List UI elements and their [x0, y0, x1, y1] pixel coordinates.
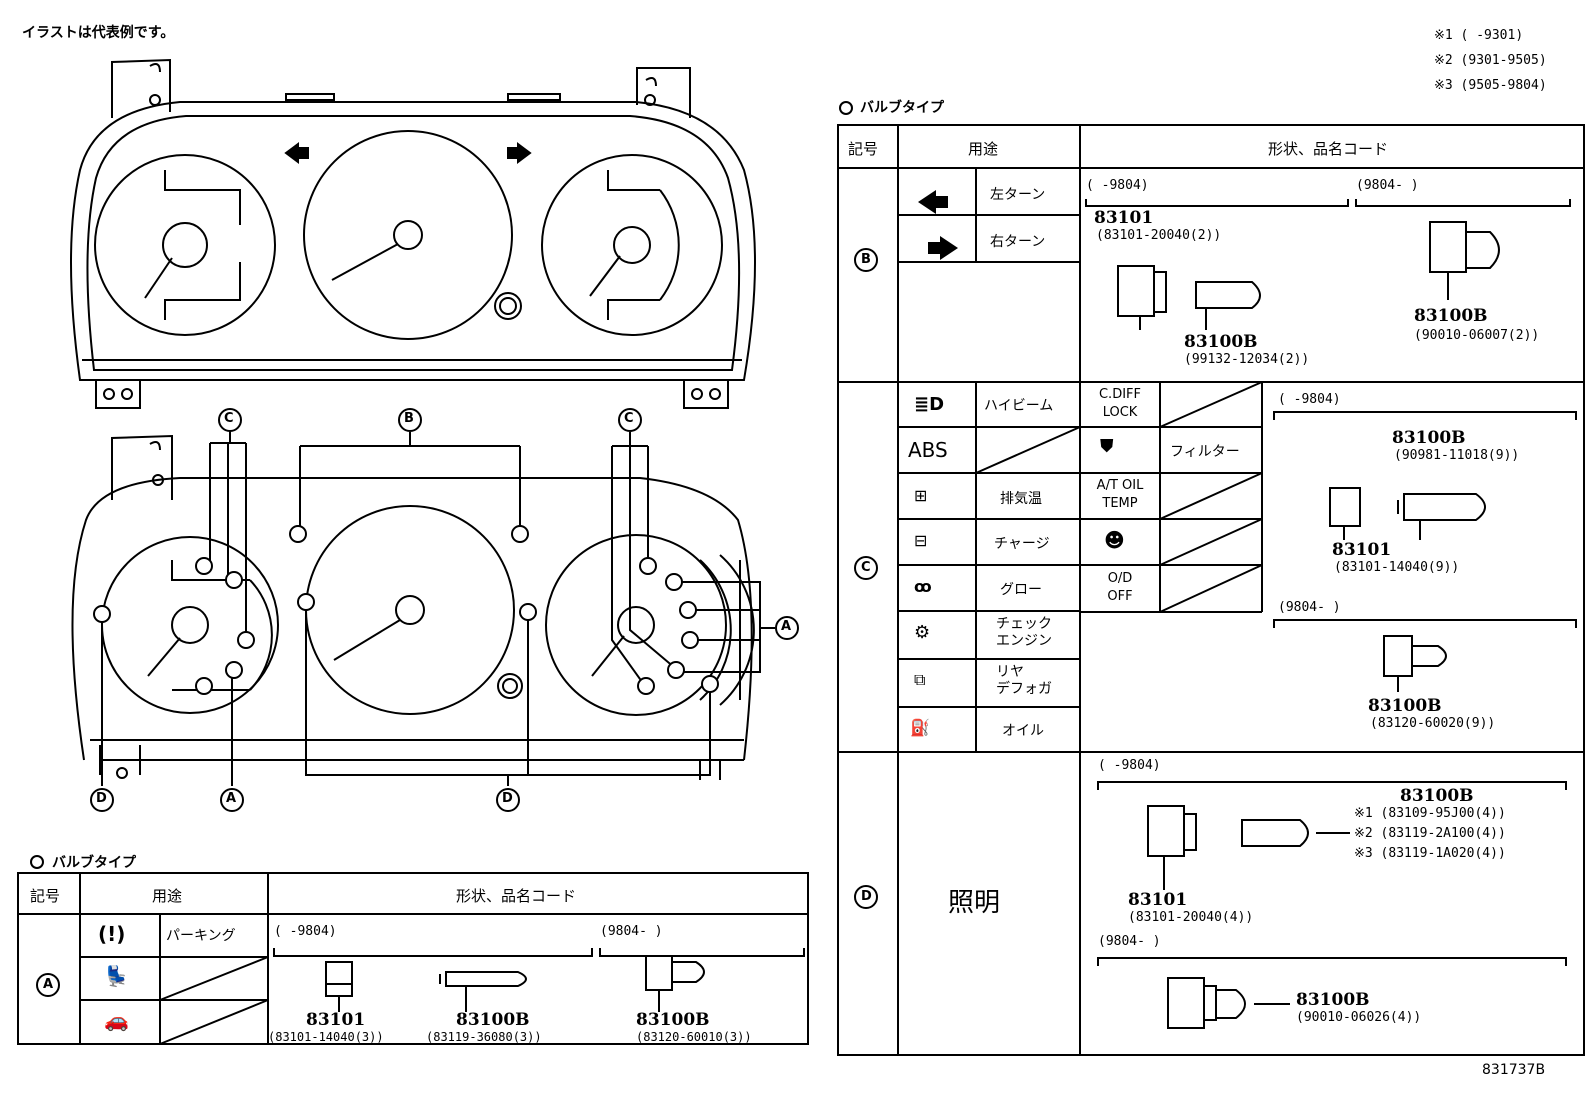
table-a-period-old: ( -9804) [274, 924, 337, 939]
oil-pressure-icon: ⛽ [910, 718, 930, 737]
table-a-part-2-code: (83119-36080(3)) [426, 1030, 542, 1044]
door-open-icon: 🚗 [104, 1008, 129, 1032]
table-a-part-3-code: (83120-60010(3)) [636, 1030, 752, 1044]
table-d-variant-2: ※2 (83119-2A100(4)) [1354, 826, 1506, 841]
instrument-cluster-front-view [70, 58, 756, 409]
table-c-part-1-code: (90981-11018(9)) [1394, 448, 1520, 463]
callout-c-right: C [624, 411, 634, 426]
abs-label: ABS [908, 438, 948, 462]
table-d-part-1-code: (83101-20040(4)) [1128, 910, 1254, 925]
turn-right-icon [928, 236, 958, 260]
table-a-part-1-code: (83101-14040(3)) [268, 1030, 384, 1044]
usage-check-engine: チェック エンジン [996, 616, 1052, 649]
callout-d-center: D [502, 791, 513, 806]
table-c-part-2-name: 83101 [1332, 540, 1392, 560]
table-c-symbol: C [861, 560, 871, 575]
table-a-part-1-name: 83101 [306, 1010, 366, 1030]
usage-oil: オイル [1002, 723, 1044, 739]
table-d-variant-1: ※1 (83109-95J00(4)) [1354, 806, 1506, 821]
table-c-part-3-code: (83120-60020(9)) [1370, 716, 1496, 731]
table-b-symbol: B [861, 252, 871, 267]
airbag-icon: ☻ [1104, 528, 1125, 552]
parking-brake-icon: (!) [98, 922, 126, 946]
table-b-period-old: ( -9804) [1086, 178, 1149, 193]
callout-b: B [404, 411, 414, 426]
usage-filter: フィルター [1170, 444, 1240, 460]
usage-glow: グロー [1000, 582, 1042, 598]
date-note-1: ※1 ( -9301) [1434, 28, 1524, 43]
table-a-part-2-name: 83100B [456, 1010, 530, 1030]
table-a-part-3-name: 83100B [636, 1010, 710, 1030]
table-a-header-symbol: 記号 [30, 887, 61, 905]
callout-c-left: C [224, 411, 234, 426]
date-note-2: ※2 (9301-9505) [1434, 53, 1547, 68]
usage-parking: パーキング [166, 928, 236, 944]
usage-right-turn: 右ターン [990, 234, 1046, 250]
table-c-part-2-code: (83101-14040(9)) [1334, 560, 1460, 575]
turn-left-icon [918, 190, 948, 214]
table-d-part-2-name: 83100B [1296, 990, 1370, 1010]
table-d-period-old: ( -9804) [1098, 758, 1161, 773]
table-b-part-1-name: 83101 [1094, 208, 1154, 228]
illustration-note: イラストは代表例です。 [22, 25, 175, 41]
table-a-period-new: (9804- ) [600, 924, 663, 939]
seatbelt-icon: 💺 [104, 964, 129, 988]
label-at-oil-temp: A/T OIL TEMP [1096, 478, 1144, 511]
table-bcd-grid [837, 101, 1585, 1056]
table-c-period-old: ( -9804) [1278, 392, 1341, 407]
usage-illumination: 照明 [948, 888, 1001, 918]
usage-exhaust-temp: 排気温 [1000, 491, 1042, 507]
high-beam-icon: ≣D [914, 394, 945, 415]
table-a-grid [17, 855, 809, 1045]
table-b-part-3-code: (90010-06007(2)) [1414, 328, 1540, 343]
figure-id: 831737B [1482, 1062, 1546, 1078]
check-engine-icon: ⚙ [914, 622, 931, 643]
table-b-part-2-name: 83100B [1184, 332, 1258, 352]
callout-d-left: D [96, 791, 107, 806]
table-bcd-header-usage: 用途 [968, 140, 999, 158]
fuel-filter-icon: ⛊ [1100, 436, 1114, 457]
table-a-symbol: A [43, 977, 54, 992]
table-b-part-3-name: 83100B [1414, 306, 1488, 326]
rear-defogger-icon: ⧉ [914, 670, 926, 689]
table-d-part-1-name: 83101 [1128, 890, 1188, 910]
usage-left-turn: 左ターン [990, 187, 1046, 203]
date-note-3: ※3 (9505-9804) [1434, 78, 1547, 93]
glow-plug-icon: ꝏ [914, 577, 932, 596]
label-od-off: O/D OFF [1107, 571, 1133, 604]
table-d-part-top-name: 83100B [1400, 786, 1474, 806]
table-a-title: バルブタイプ [52, 855, 136, 871]
table-d-period-new: (9804- ) [1098, 934, 1161, 949]
table-c-part-1-name: 83100B [1392, 428, 1466, 448]
usage-rear-defogger: リヤ デフォガ [996, 664, 1052, 697]
table-bcd-header-shape: 形状、品名コード [1268, 140, 1389, 158]
bulb-sketches [1117, 221, 1500, 1029]
callout-a-right: A [781, 619, 792, 634]
table-bcd-title: バルブタイプ [860, 100, 944, 116]
table-c-period-new: (9804- ) [1278, 600, 1341, 615]
table-d-symbol: D [861, 889, 872, 904]
table-d-part-2-code: (90010-06026(4)) [1296, 1010, 1422, 1025]
exhaust-temp-icon: ⊞ [914, 486, 928, 505]
table-a-header-shape: 形状、品名コード [456, 887, 577, 905]
table-c-part-3-name: 83100B [1368, 696, 1442, 716]
battery-icon: ⊟ [914, 531, 928, 550]
table-bcd-header-symbol: 記号 [848, 140, 879, 158]
callout-a-bottom: A [226, 791, 237, 806]
table-b-part-1-code: (83101-20040(2)) [1096, 228, 1222, 243]
table-b-period-new: (9804- ) [1356, 178, 1419, 193]
table-b-part-2-code: (99132-12034(2)) [1184, 352, 1310, 367]
label-c-diff-lock: C.DIFF LOCK [1098, 387, 1141, 420]
usage-high-beam: ハイビーム [984, 398, 1054, 414]
usage-charge: チャージ [994, 536, 1050, 552]
instrument-cluster-rear-view [71, 408, 799, 812]
table-d-variant-3: ※3 (83119-1A020(4)) [1354, 846, 1506, 861]
table-a-header-usage: 用途 [152, 887, 183, 905]
